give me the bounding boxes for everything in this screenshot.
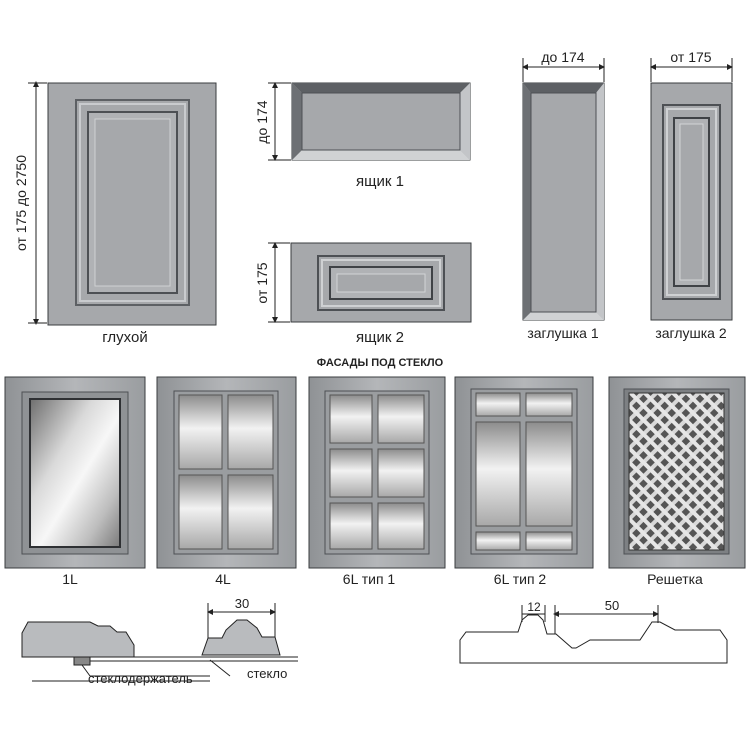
dimension-label-profile-right-small: 12	[527, 600, 541, 614]
facade-gluhoy	[47, 82, 217, 326]
caption-zaglushka-2: заглушка 2	[655, 325, 727, 341]
facade-yashchik-2	[290, 242, 472, 323]
glass-section-title: ФАСАДЫ ПОД СТЕКЛО	[317, 357, 444, 369]
dimension-label-zaglushka-1: до 174	[541, 49, 584, 65]
glass-facade-6l-type-2	[454, 376, 594, 569]
glass-facade-1l	[4, 376, 146, 569]
dimension-height-yashchik-2: от 175	[254, 242, 290, 323]
caption-gluhoy: глухой	[102, 329, 147, 346]
dimension-width-zaglushka-2: от 175	[650, 49, 733, 82]
dimension-height-yashchik-1: до 174	[254, 82, 291, 161]
dimension-label-yashchik-2: от 175	[254, 262, 270, 303]
facade-yashchik-1	[291, 82, 471, 161]
caption-6l-type-2: 6L тип 2	[494, 571, 547, 587]
caption-yashchik-2: ящик 2	[356, 329, 404, 346]
dimension-width-zaglushka-1: до 174	[522, 49, 605, 82]
dimension-profile-right: 12 50	[521, 598, 659, 634]
caption-yashchik-1: ящик 1	[356, 173, 404, 190]
dimension-label-profile-left: 30	[235, 596, 249, 611]
glass-facade-lattice	[608, 376, 746, 569]
caption-lattice: Решетка	[647, 571, 703, 587]
caption-1l: 1L	[62, 571, 78, 587]
dimension-label-zaglushka-2: от 175	[670, 49, 711, 65]
dimension-label-yashchik-1: до 174	[254, 100, 270, 143]
dimension-label-profile-right-large: 50	[605, 598, 619, 613]
caption-zaglushka-1: заглушка 1	[527, 325, 599, 341]
facade-zaglushka-1	[522, 82, 605, 321]
caption-6l-type-1: 6L тип 1	[343, 571, 396, 587]
glass-facade-6l-type-1	[308, 376, 446, 569]
dimension-height-gluhoy: от 175 до 2750	[13, 81, 47, 325]
caption-4l: 4L	[215, 571, 231, 587]
glass-facade-4l	[156, 376, 297, 569]
callout-glass-holder: стеклодержатель	[88, 671, 193, 686]
callout-glass: стекло	[247, 666, 287, 681]
facade-zaglushka-2	[650, 82, 733, 321]
dimension-label-gluhoy: от 175 до 2750	[13, 155, 29, 251]
profile-right	[459, 614, 728, 664]
dimension-profile-left: 30	[207, 596, 276, 638]
profile-left	[21, 619, 298, 682]
